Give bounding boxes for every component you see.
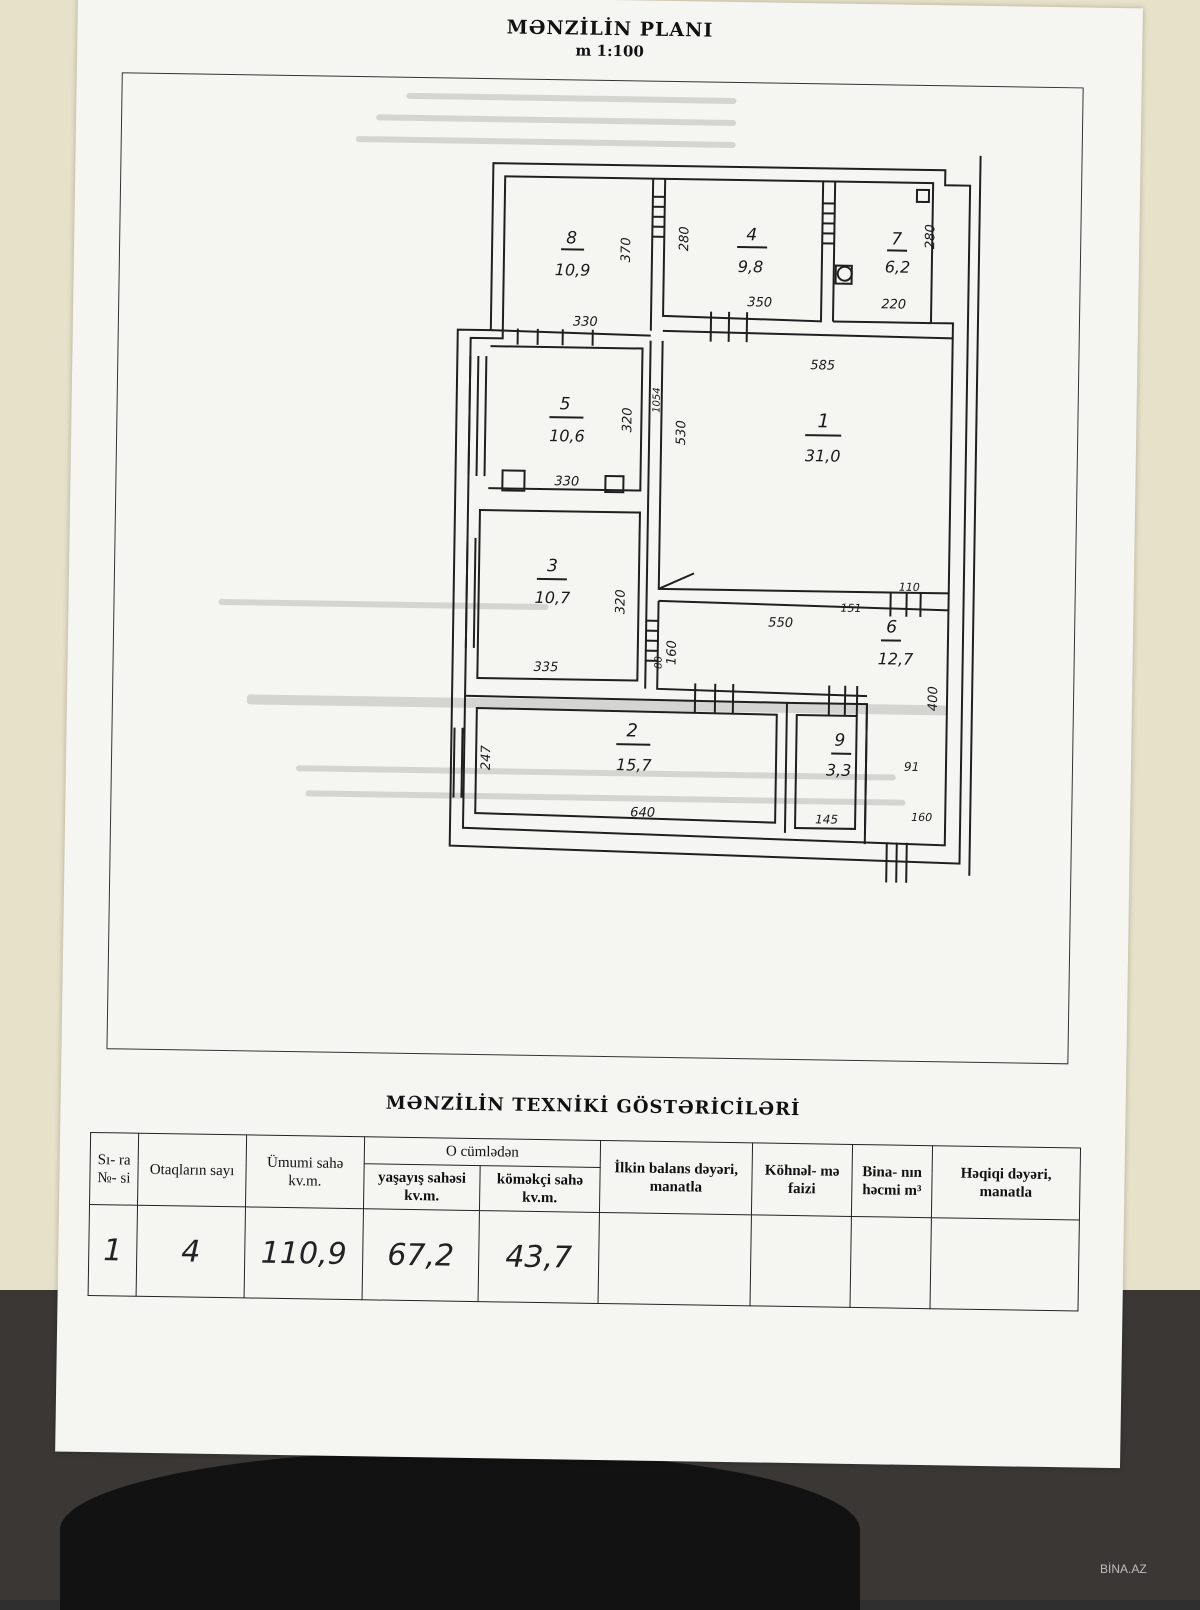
- dimension-label: 640: [630, 805, 655, 820]
- dimension-label: 550: [768, 616, 793, 631]
- document-page: MƏNZİLİN PLANI m 1:100: [55, 0, 1143, 1469]
- header-bina-hecmi: Bina- nın həcmi m³: [851, 1144, 933, 1218]
- watermark-logo: BİNA.AZ: [1100, 1562, 1147, 1576]
- room-area-7: 6,2: [885, 257, 911, 276]
- dimension-label: 80: [654, 656, 665, 669]
- cell-otaq-sayi: 4: [136, 1205, 246, 1298]
- room-area-2: 15,7: [616, 755, 653, 775]
- header-komekci-sahe: köməkçi sahə kv.m.: [479, 1165, 601, 1213]
- table-row: 1 4 110,9 67,2 43,7: [88, 1204, 1080, 1312]
- header-heqiqi-deyeri: Həqiqi dəyəri, manatla: [931, 1145, 1081, 1221]
- dimension-label: 110: [899, 581, 920, 594]
- cell-kohnelme: [750, 1214, 852, 1308]
- room-number-9: 9: [834, 731, 845, 751]
- cell-heqiqi-deyeri: [929, 1217, 1080, 1312]
- room-number-5: 5: [559, 394, 570, 414]
- dimension-label: 330: [573, 314, 598, 329]
- header-o-cumleden: O cümlədən: [364, 1136, 601, 1168]
- dimension-label: 160: [911, 811, 932, 824]
- room-number-3: 3: [547, 556, 558, 576]
- dimension-label: 247: [479, 744, 494, 770]
- dimension-label: 335: [533, 660, 558, 675]
- dimension-label: 320: [613, 589, 628, 614]
- room-area-3: 10,7: [534, 588, 571, 608]
- room-area-1: 31,0: [805, 446, 841, 466]
- header-umumi-sahe: Ümumi sahə kv.m.: [245, 1134, 365, 1209]
- room-number-8: 8: [566, 228, 577, 248]
- header-kohnelme: Köhnəl- mə faizi: [751, 1142, 853, 1217]
- dimension-label: 350: [747, 295, 772, 310]
- header-sira: Sı- ra №- si: [89, 1132, 139, 1206]
- dimension-label: 280: [677, 226, 692, 251]
- header-ilkin-balans: İlkin balans dəyəri, manatla: [599, 1140, 753, 1215]
- cell-komekci-sahe: 43,7: [478, 1210, 600, 1304]
- technical-indicators-table: Sı- ra №- si Otaqların sayı Ümumi sahə k…: [88, 1132, 1081, 1312]
- room-area-4: 9,8: [738, 257, 764, 276]
- dimension-label: 151: [840, 602, 861, 615]
- room-number-2: 2: [626, 720, 638, 741]
- dimension-label: 160: [665, 640, 680, 665]
- cell-yasayis-sahesi: 67,2: [362, 1208, 480, 1302]
- dimension-label: 280: [923, 224, 938, 249]
- header-yasayis-sahesi: yaşayış sahəsi kv.m.: [363, 1163, 481, 1211]
- cell-sira: 1: [88, 1204, 138, 1297]
- room-area-8: 10,9: [555, 260, 591, 280]
- room-number-7: 7: [891, 229, 902, 249]
- dimension-label: 220: [881, 297, 906, 312]
- dimension-label: 400: [926, 686, 941, 711]
- room-area-9: 3,3: [826, 760, 852, 779]
- dimension-label: 330: [554, 474, 579, 489]
- floor-plan-drawing: 8 10,9 4 9,8 7 6,2 5 10,6 1 31,0 3 10,7 …: [448, 155, 982, 883]
- room-number-1: 1: [817, 410, 829, 432]
- dimension-label: 1054: [652, 387, 663, 413]
- room-area-6: 12,7: [878, 649, 915, 669]
- dimension-label: 370: [619, 237, 634, 262]
- dimension-label: 320: [620, 407, 635, 432]
- room-number-4: 4: [746, 225, 757, 245]
- dimension-label: 585: [810, 358, 835, 373]
- dimension-label: 530: [674, 420, 689, 445]
- room-area-5: 10,6: [549, 426, 585, 446]
- dimension-label: 91: [904, 760, 919, 774]
- cell-ilkin-balans: [598, 1212, 752, 1306]
- dimension-label: 145: [815, 812, 838, 826]
- room-number-6: 6: [886, 617, 897, 637]
- dark-fabric: [60, 1450, 860, 1610]
- cell-umumi-sahe: 110,9: [244, 1206, 364, 1300]
- cell-bina-hecmi: [850, 1216, 932, 1309]
- header-otaq-sayi: Otaqların sayı: [137, 1133, 247, 1207]
